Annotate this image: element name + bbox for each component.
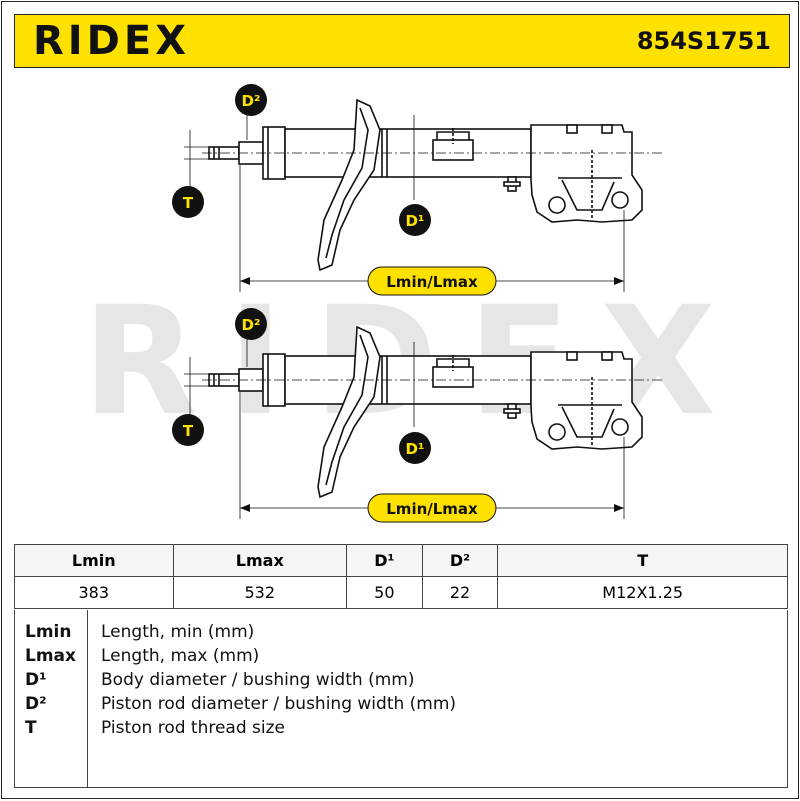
legend-key: D¹ — [25, 670, 47, 690]
badge-t-bottom: T — [172, 414, 204, 446]
part-number: 854S1751 — [636, 27, 771, 55]
legend-key: T — [25, 718, 37, 738]
strut-view-bottom — [184, 326, 662, 519]
spec-value-lmin: 383 — [14, 576, 174, 609]
legend-item: D¹ Body diameter / bushing width (mm) — [15, 670, 789, 694]
legend-item: Lmin Length, min (mm) — [15, 622, 789, 646]
spec-value-row: 383 532 50 22 M12X1.25 — [14, 576, 788, 609]
spec-value-lmax: 532 — [172, 576, 348, 609]
legend-key: D² — [25, 694, 47, 714]
badge-length-bottom: Lmin/Lmax — [367, 493, 497, 523]
spec-table: Lmin Lmax D¹ D² T 383 532 50 22 M12X1.25 — [14, 544, 788, 609]
legend-desc: Length, min (mm) — [101, 622, 255, 642]
legend-desc: Piston rod thread size — [101, 718, 286, 738]
badge-d1-top: D¹ — [399, 204, 431, 236]
legend: Lmin Length, min (mm) Lmax Length, max (… — [14, 610, 788, 788]
spec-header-d1: D¹ — [346, 544, 423, 577]
spec-value-d2: 22 — [421, 576, 499, 609]
legend-key: Lmin — [25, 622, 72, 642]
spec-value-t: M12X1.25 — [497, 576, 788, 609]
legend-desc: Piston rod diameter / bushing width (mm) — [101, 694, 457, 714]
legend-item: D² Piston rod diameter / bushing width (… — [15, 694, 789, 718]
header-bar: RIDEX 854S1751 — [14, 14, 790, 68]
legend-item: T Piston rod thread size — [15, 718, 789, 742]
legend-divider — [87, 610, 88, 788]
legend-desc: Length, max (mm) — [101, 646, 260, 666]
badge-d1-bottom: D¹ — [399, 432, 431, 464]
spec-header-t: T — [497, 544, 788, 577]
badge-d2-top-label: D² — [241, 92, 260, 110]
legend-desc: Body diameter / bushing width (mm) — [101, 670, 415, 690]
badge-d2-bottom: D² — [235, 308, 267, 340]
legend-key: Lmax — [25, 646, 76, 666]
badge-d2-top: D² — [235, 84, 267, 116]
spec-header-row: Lmin Lmax D¹ D² T — [14, 544, 788, 577]
badge-length-bottom-label: Lmin/Lmax — [386, 500, 478, 518]
strut-diagram: RIDEX — [2, 70, 798, 544]
badge-t-top-label: T — [183, 194, 194, 212]
badge-d2-bottom-label: D² — [241, 316, 260, 334]
spec-header-d2: D² — [421, 544, 499, 577]
badge-t-top: T — [172, 186, 204, 218]
badge-d1-bottom-label: D¹ — [405, 440, 424, 458]
legend-item: Lmax Length, max (mm) — [15, 646, 789, 670]
spec-header-lmin: Lmin — [14, 544, 174, 577]
strut-view-top — [184, 99, 662, 292]
badge-length-top: Lmin/Lmax — [367, 266, 497, 296]
spec-value-d1: 50 — [346, 576, 423, 609]
badge-t-bottom-label: T — [183, 422, 194, 440]
badge-length-top-label: Lmin/Lmax — [386, 273, 478, 291]
spec-header-lmax: Lmax — [172, 544, 348, 577]
brand-logo: RIDEX — [33, 18, 191, 64]
badge-d1-top-label: D¹ — [405, 212, 424, 230]
